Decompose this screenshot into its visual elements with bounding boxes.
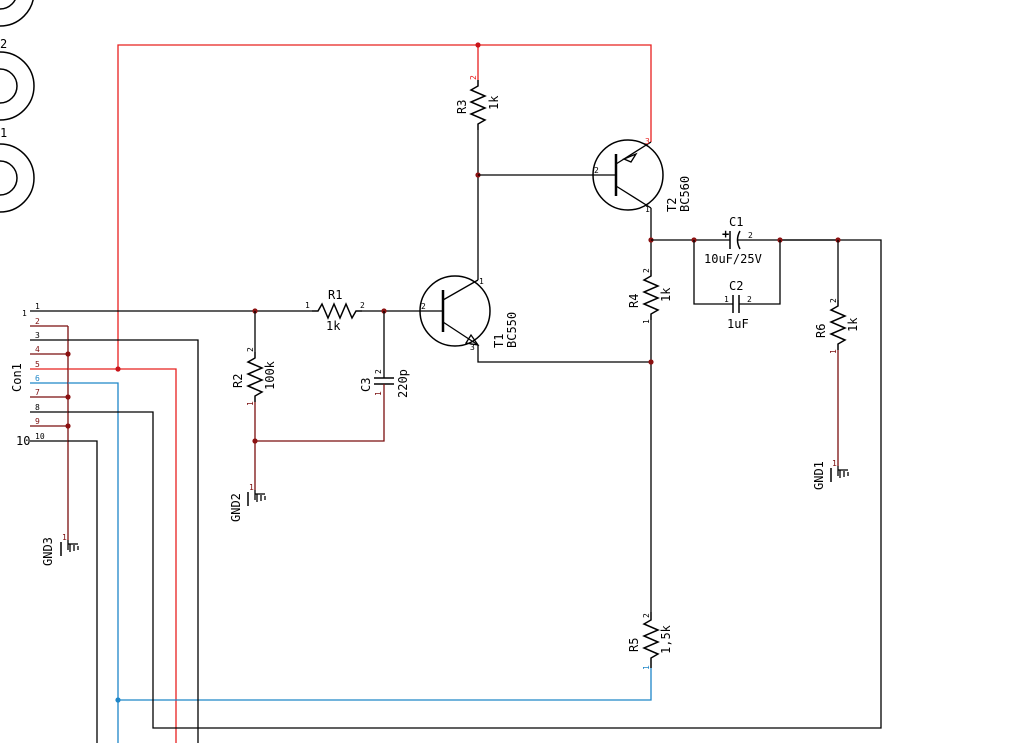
r1-pin-1: 1 [305,301,310,310]
capacitor-c3: C3 220p 2 1 [255,311,410,442]
t1-value: BC550 [505,312,519,348]
supply-net [68,44,652,743]
signal-net [68,382,652,743]
r4-pin-1: 1 [642,319,651,324]
r5-pin-1: 1 [642,665,651,670]
t1-ref: T1 [492,334,506,348]
r1-value: 1k [326,319,341,333]
t2-pin-3: 3 [645,137,650,146]
gnd2-label: GND2 [229,493,243,522]
gnd2-pin: 1 [249,483,254,492]
r4-value: 1k [659,287,673,302]
r6-pin-1: 1 [829,349,838,354]
resistor-r2: R2 100k 2 1 [231,311,277,490]
r4-ref: R4 [627,294,641,308]
jack-1-label: 1 [0,126,7,140]
gnd3-label: GND3 [41,537,55,566]
resistor-r4: R4 1k 2 1 [627,268,673,612]
jack-2: 2 [0,37,35,121]
c2-pin-2: 2 [747,295,752,304]
con1-pin-8: 8 [35,403,40,412]
gnd1-symbol: 1 GND1 [812,459,849,490]
c3-ref: C3 [359,378,373,392]
transistor-t2: T2 BC560 2 3 1 [478,137,692,270]
c1-ref: C1 [729,215,743,229]
r6-value: 1k [846,317,860,332]
jack-1: 1 [0,126,35,213]
t2-pin-1: 1 [645,205,650,214]
con1-pin-1: 1 [35,302,40,311]
r2-value: 100k [263,360,277,390]
capacitor-c1: C1 + 10uF/25V 2 [651,215,838,266]
c1-pin-2: 2 [748,231,753,240]
gnd3-symbol: 1 GND3 [41,533,79,566]
gnd1-label: GND1 [812,461,826,490]
r1-ref: R1 [328,288,342,302]
t1-pin-1: 1 [479,277,484,286]
jack-2-label: 2 [0,37,7,51]
t2-ref: T2 [665,198,679,212]
c1-value: 10uF/25V [704,252,762,266]
gnd1-pin: 1 [832,459,837,468]
connector-side-pin-10: 10 [16,434,30,448]
con1-pin-6: 6 [35,374,40,383]
connector-con1: Con1 1 10 1 2 3 4 5 6 7 8 9 10 [10,302,68,448]
transistor-t1: T1 BC550 2 1 3 [419,175,651,363]
t2-pin-2: 2 [594,166,599,175]
r2-pin-1: 1 [246,401,255,406]
r3-ref: R3 [455,100,469,114]
con1-pin-9: 9 [35,417,40,426]
connector-name: Con1 [10,363,24,392]
r5-ref: R5 [627,638,641,652]
con1-pin-2: 2 [35,317,40,326]
con1-pin-4: 4 [35,345,40,354]
t1-pin-3: 3 [470,343,475,352]
r6-ref: R6 [814,324,828,338]
c2-value: 1uF [727,317,749,331]
c2-ref: C2 [729,279,743,293]
con1-pin-10: 10 [35,432,45,441]
jack-top-partial [0,0,34,27]
t1-pin-2: 2 [421,302,426,311]
resistor-r6: R6 1k 2 1 [814,240,860,466]
r3-pin-2: 2 [469,75,478,80]
con1-pin-7: 7 [35,388,40,397]
r2-pin-2: 2 [246,347,255,352]
r5-value: 1,5k [659,624,673,654]
resistor-r3: R3 1k 2 [455,75,501,175]
r3-value: 1k [487,95,501,110]
r6-pin-2: 2 [829,298,838,303]
connector-wires [68,239,882,743]
gnd3-pin: 1 [62,533,67,542]
c3-pin-2: 2 [374,369,383,374]
r5-pin-2: 2 [642,613,651,618]
gnd2-symbol: 1 GND2 [229,483,266,522]
connector-side-pin-1: 1 [22,309,27,318]
capacitor-c2: C2 1uF 1 2 [693,240,781,331]
con1-pin-5: 5 [35,360,40,369]
c1-plus: + [722,227,729,241]
r2-ref: R2 [231,374,245,388]
c3-value: 220p [396,369,410,398]
r4-pin-2: 2 [642,268,651,273]
r1-pin-2: 2 [360,301,365,310]
con1-pin-3: 3 [35,331,40,340]
resistor-r5: R5 1,5k 2 1 [627,612,673,670]
resistor-r1: R1 1k 1 2 [305,288,420,333]
c2-pin-1: 1 [724,295,729,304]
t2-value: BC560 [678,176,692,212]
c3-pin-1: 1 [374,391,383,396]
